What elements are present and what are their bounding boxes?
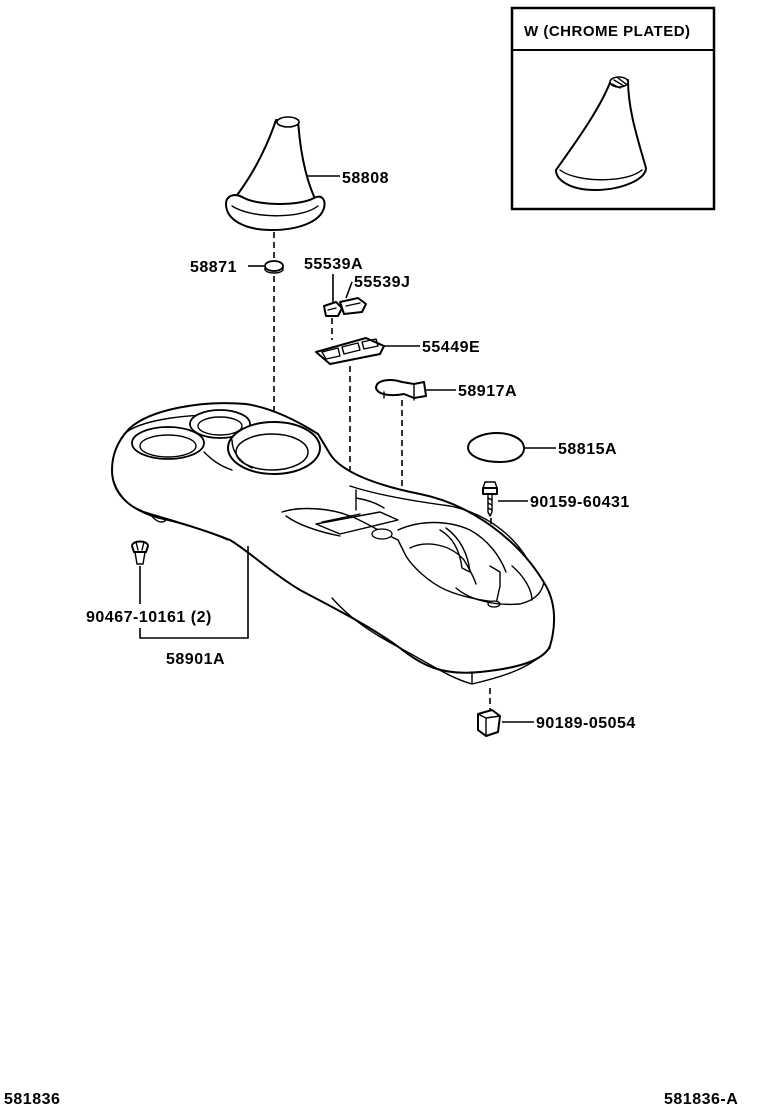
part-label-55539j: 55539J <box>354 274 410 291</box>
part-label-90189-05054: 90189-05054 <box>536 715 636 732</box>
screw <box>482 481 498 517</box>
part-label-58815a: 58815A <box>558 441 617 458</box>
clip-55539j <box>339 297 367 315</box>
part-label-58808: 58808 <box>342 170 389 187</box>
leader-58901a-bracket <box>139 546 249 639</box>
variant-box-title: W (CHROME PLATED) <box>524 23 691 40</box>
leader-55539j <box>345 281 353 299</box>
indicator-plate <box>315 337 385 365</box>
variant-inset-box: W (CHROME PLATED) <box>510 6 716 211</box>
boot-retainer <box>264 260 284 274</box>
shift-boot <box>225 116 326 231</box>
chrome-boot-illustration <box>555 76 647 191</box>
footer-code-left: 581836 <box>4 1091 60 1108</box>
cover-pad <box>467 432 525 463</box>
part-label-58917a: 58917A <box>458 383 517 400</box>
part-label-55449e: 55449E <box>422 339 480 356</box>
part-label-58901a: 58901A <box>166 651 225 668</box>
nut-clip <box>477 709 501 737</box>
part-label-55539a: 55539A <box>304 256 363 273</box>
part-label-90467-10161: 90467-10161 (2) <box>86 609 212 626</box>
clip-55539a <box>323 301 343 317</box>
bracket <box>375 379 427 401</box>
part-label-90159-60431: 90159-60431 <box>530 494 630 511</box>
footer-code-right: 581836-A <box>664 1091 738 1108</box>
console-body <box>111 402 556 685</box>
part-label-58871: 58871 <box>190 259 237 276</box>
console-clip <box>131 540 149 565</box>
